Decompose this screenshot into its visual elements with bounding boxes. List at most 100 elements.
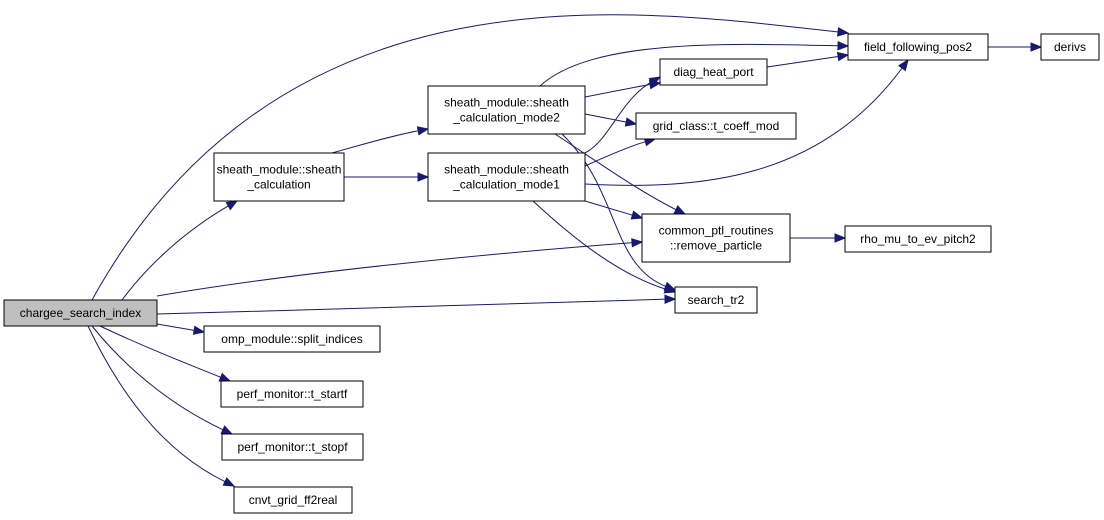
edge-line [91, 14, 840, 301]
node-label: sheath_module::sheath [444, 96, 569, 110]
arrowhead-icon [192, 325, 206, 335]
node-diag-heat[interactable]: diag_heat_port [659, 58, 768, 86]
edge-line [584, 200, 634, 216]
node-label: omp_module::split_indices [221, 332, 362, 346]
edge-chargee-to-sheath_calc [121, 200, 239, 301]
arrowhead-icon [897, 58, 909, 72]
node-chargee[interactable]: chargee_search_index [3, 299, 158, 327]
arrowhead-icon [220, 425, 234, 435]
node-grid-tcoeff[interactable]: grid_class::t_coeff_mod [635, 112, 797, 140]
edge-line [554, 133, 678, 211]
node-label: grid_class::t_coeff_mod [653, 119, 780, 133]
arrowhead-icon [837, 27, 850, 37]
arrowhead-icon [673, 205, 687, 215]
edge-chargee-to-field_pos2 [91, 14, 850, 301]
edge-sheath_calc-to-sheath_mode2 [331, 126, 430, 154]
node-label: field_following_pos2 [864, 40, 972, 54]
node-t-startf[interactable]: perf_monitor::t_startf [220, 380, 364, 408]
edge-line [156, 323, 196, 331]
node-omp-split[interactable]: omp_module::split_indices [203, 325, 381, 353]
edge-sheath_mode1-to-diag_heat [584, 76, 662, 154]
node-box [674, 286, 758, 314]
edge-line [121, 205, 230, 301]
edge-line [91, 325, 225, 431]
node-common-ptl[interactable]: common_ptl_routines::remove_particle [641, 213, 791, 263]
arrowhead-icon [417, 172, 430, 182]
edge-line [584, 83, 652, 98]
arrowhead-icon [837, 41, 850, 51]
edge-diag_heat-to-field_pos2 [766, 51, 850, 68]
edge-chargee-to-common_ptl [156, 238, 644, 297]
node-box [220, 380, 364, 408]
node-sheath-calc[interactable]: sheath_module::sheath_calculation [213, 152, 345, 202]
edge-line [539, 43, 840, 87]
node-box [844, 225, 992, 253]
edge-field_pos2-to-derivs [988, 42, 1043, 52]
node-sheath-mode1[interactable]: sheath_module::sheath_calculation_mode1 [427, 152, 586, 202]
node-label: _calculation_mode2 [452, 111, 560, 125]
node-label: cnvt_grid_ff2real [249, 493, 338, 507]
edge-chargee-to-search_tr2 [156, 294, 677, 315]
node-derivs[interactable]: derivs [1040, 33, 1100, 61]
arrowhead-icon [834, 233, 847, 243]
edge-line [99, 325, 222, 379]
node-box [203, 325, 381, 353]
node-label: _calculation [246, 178, 310, 192]
arrowhead-icon [648, 76, 662, 87]
edge-line [766, 55, 840, 68]
edge-line [331, 130, 420, 154]
node-box [847, 33, 989, 61]
node-cnvt[interactable]: cnvt_grid_ff2real [233, 486, 353, 514]
node-label: search_tr2 [688, 293, 745, 307]
node-label: sheath_module::sheath [217, 163, 342, 177]
edge-sheath_mode1-to-field_pos2 [584, 58, 909, 186]
node-label: common_ptl_routines [659, 224, 774, 238]
arrowhead-icon [218, 372, 232, 382]
node-label: chargee_search_index [20, 306, 141, 320]
edge-chargee-to-omp_split [156, 323, 206, 335]
edge-line [584, 66, 904, 186]
node-box [221, 433, 364, 461]
edge-common_ptl-to-rho_mu [790, 233, 847, 243]
node-label: derivs [1054, 40, 1086, 54]
node-box [1040, 33, 1100, 61]
node-sheath-mode2[interactable]: sheath_module::sheath_calculation_mode2 [427, 85, 586, 135]
edge-line [87, 325, 227, 483]
arrowhead-icon [836, 51, 850, 62]
edge-sheath_calc-to-sheath_mode1 [344, 172, 430, 182]
edge-sheath_mode2-to-field_pos2 [539, 41, 850, 87]
arrowhead-icon [1030, 42, 1043, 52]
node-label: diag_heat_port [673, 65, 754, 79]
edge-sheath_mode1-to-search_tr2 [532, 200, 677, 294]
node-label: _calculation_mode1 [452, 178, 560, 192]
node-box [427, 152, 586, 202]
arrowhead-icon [624, 117, 638, 127]
node-box [213, 152, 345, 202]
edge-line [156, 242, 634, 297]
node-box [659, 58, 768, 86]
node-box [641, 213, 791, 263]
node-label: sheath_module::sheath [444, 163, 569, 177]
arrowhead-icon [225, 200, 239, 211]
node-label: perf_monitor::t_startf [237, 387, 348, 401]
arrowhead-icon [222, 477, 236, 487]
edge-chargee-to-cnvt [87, 325, 236, 487]
edge-line [532, 200, 667, 290]
node-field-pos2[interactable]: field_following_pos2 [847, 33, 989, 61]
node-label: rho_mu_to_ev_pitch2 [860, 232, 976, 246]
arrowhead-icon [630, 210, 644, 220]
arrowhead-icon [663, 284, 677, 294]
node-box [427, 85, 586, 135]
node-search-tr2[interactable]: search_tr2 [674, 286, 758, 314]
node-rho-mu[interactable]: rho_mu_to_ev_pitch2 [844, 225, 992, 253]
node-label: ::remove_particle [670, 239, 762, 253]
arrowhead-icon [664, 294, 677, 304]
edge-sheath_mode2-to-grid_tcoeff [584, 113, 638, 127]
edge-line [584, 113, 628, 123]
edge-sheath_mode1-to-grid_tcoeff [584, 137, 657, 167]
node-box [635, 112, 797, 140]
edge-line [584, 81, 653, 154]
node-t-stopf[interactable]: perf_monitor::t_stopf [221, 433, 364, 461]
node-box [3, 299, 158, 327]
